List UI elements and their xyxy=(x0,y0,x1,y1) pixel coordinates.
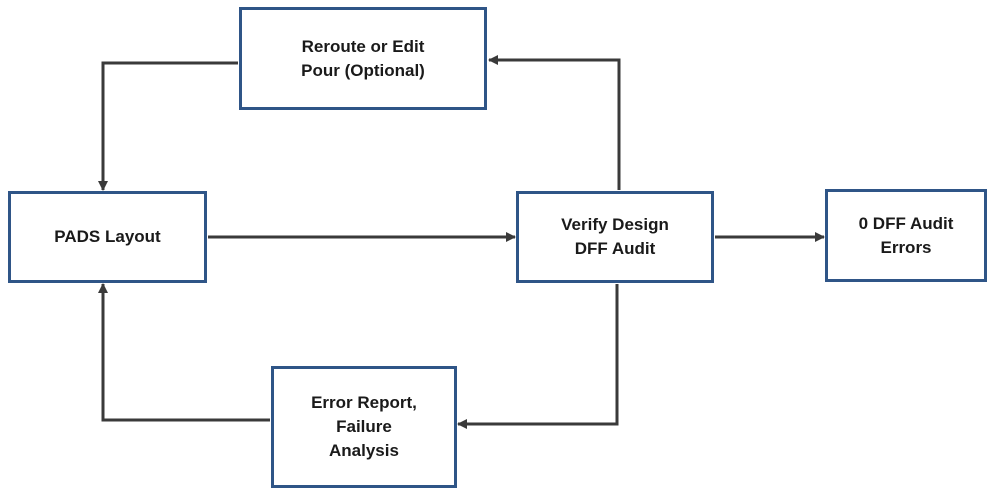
node-error-report-failure-analysis: Error Report, Failure Analysis xyxy=(271,366,457,488)
node-label-line: PADS Layout xyxy=(54,227,161,246)
node-label-line: Error Report, xyxy=(311,393,417,412)
node-label-line: Analysis xyxy=(329,441,399,460)
node-pads-layout: PADS Layout xyxy=(8,191,207,283)
node-label-line: Verify Design xyxy=(561,215,669,234)
edge-reroute-to-pads xyxy=(98,61,238,191)
edge-verify-to-error-report xyxy=(457,284,619,429)
node-label-line: DFF Audit xyxy=(574,239,656,258)
node-verify-design-dff-audit: Verify Design DFF Audit xyxy=(516,191,714,283)
edge-error-report-to-pads xyxy=(98,283,270,422)
node-label-line: 0 DFF Audit xyxy=(858,213,954,233)
node-label-line: Reroute or Edit xyxy=(301,36,425,56)
node-label-line: Failure xyxy=(336,417,392,436)
node-label-line: Errors xyxy=(880,237,932,257)
node-zero-dff-audit-errors: 0 DFF Audit Errors xyxy=(825,189,987,282)
edge-verify-to-reroute xyxy=(488,55,621,190)
node-reroute-or-edit-pour: Reroute or Edit Pour (Optional) xyxy=(239,7,487,110)
node-label-line: Pour (Optional) xyxy=(301,60,425,80)
